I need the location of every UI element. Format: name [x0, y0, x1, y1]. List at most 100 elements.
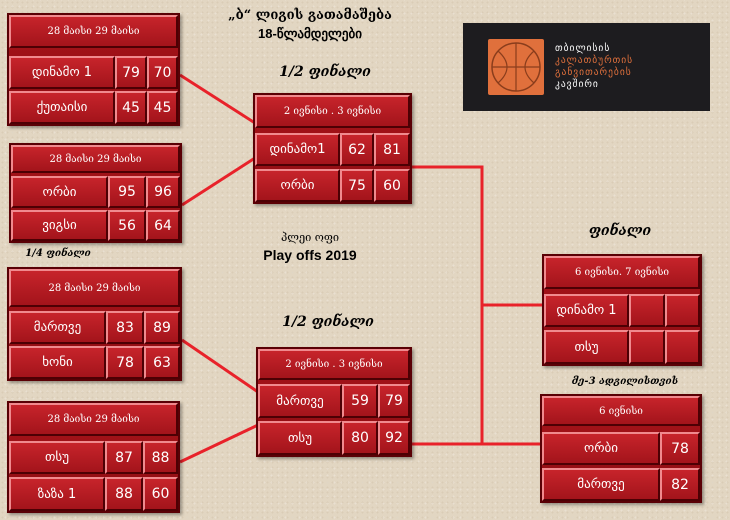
team-row: მართვე 82 [542, 468, 700, 501]
logo-line: განვითარების [555, 67, 632, 78]
score-game-1: 83 [106, 311, 144, 344]
match-header: 6 ივნისი. 7 ივნისი [544, 256, 700, 289]
match-header: 28 მაისი 29 მაისი [9, 403, 178, 436]
team-row: ვიგსი 56 64 [11, 210, 180, 241]
match-header: 28 მაისი 29 მაისი [11, 145, 180, 173]
title-line-2: 18-წლამდელები [258, 26, 362, 41]
score-game-1 [629, 294, 665, 327]
team-name: დინამო1 [255, 133, 340, 166]
team-name: ორბი [542, 432, 660, 465]
connector-qf1-sf1 [179, 73, 256, 125]
match-qf1: 28 მაისი 29 მაისი დინამო 1 79 70 ქუთაისი… [7, 13, 180, 126]
team-name: დინამო 1 [544, 294, 629, 327]
score-game-2 [665, 330, 700, 364]
match-sf2: 2 ივნისი . 3 ივნისი მართვე 59 79 თსუ 80 … [256, 347, 412, 457]
score-game-2: 96 [146, 176, 180, 208]
team-name: თსუ [258, 421, 342, 455]
team-name: ორბი [255, 169, 340, 202]
connector-qf2-sf1 [181, 156, 256, 207]
federation-logo: თბილისის კალათბურთის განვითარების კავშირ… [463, 23, 710, 111]
score-game-1: 78 [660, 432, 700, 465]
match-header: 28 მაისი 29 მაისი [9, 15, 178, 48]
playoffs-line-2: Play offs 2019 [263, 247, 357, 263]
score-game-1: 56 [108, 210, 146, 241]
basketball-logo-icon [488, 39, 544, 95]
score-game-1: 80 [342, 421, 378, 455]
score-game-1: 79 [115, 56, 147, 89]
team-row: ხონი 78 63 [9, 346, 180, 379]
team-row: ორბი 75 60 [255, 169, 410, 202]
score-game-1: 87 [105, 441, 143, 474]
score-game-1 [629, 330, 665, 364]
connector-qf4-sf2 [179, 423, 259, 464]
team-name: მართვე [542, 468, 660, 501]
team-row: ქუთაისი 45 45 [9, 91, 178, 124]
team-name: თსუ [544, 330, 629, 364]
final-label: ფინალი [588, 223, 652, 239]
score-game-2: 60 [374, 169, 410, 202]
match-third-place: 6 ივნისი ორბი 78 მართვე 82 [540, 394, 702, 503]
team-row: დინამო1 62 81 [255, 133, 410, 166]
team-row: დინამო 1 [544, 294, 700, 327]
connector-semis-vertical [412, 165, 484, 446]
team-row: მართვე 83 89 [9, 311, 180, 344]
score-game-2: 60 [143, 477, 178, 511]
score-game-2: 92 [378, 421, 410, 455]
logo-line: კალათბურთის [555, 55, 634, 66]
team-name: ზაზა 1 [9, 477, 105, 511]
score-game-1: 59 [342, 384, 378, 418]
match-sf1: 2 ივნისი . 3 ივნისი დინამო1 62 81 ორბი 7… [253, 93, 412, 204]
logo-line: თბილისის [555, 43, 611, 54]
third-place-label: მე-3 ადგილისთვის [571, 376, 679, 387]
team-name: დინამო 1 [9, 56, 115, 89]
logo-text: თბილისის კალათბურთის განვითარების კავშირ… [555, 43, 633, 91]
team-row: თსუ 80 92 [258, 421, 410, 455]
score-game-1: 82 [660, 468, 700, 501]
team-name: ხონი [9, 346, 106, 379]
team-name: ორბი [11, 176, 108, 208]
score-game-1: 95 [108, 176, 146, 208]
score-game-2 [665, 294, 700, 327]
team-name: მართვე [258, 384, 342, 418]
match-header: 6 ივნისი [542, 396, 700, 426]
score-game-1: 62 [340, 133, 374, 166]
score-game-1: 78 [106, 346, 144, 379]
score-game-1: 75 [340, 169, 374, 202]
score-game-2: 89 [144, 311, 180, 344]
quarter-label: 1/4 ფინალი [25, 248, 91, 259]
playoffs-line-1: პლეი ოფი [280, 231, 340, 244]
score-game-2: 81 [374, 133, 410, 166]
score-game-2: 88 [143, 441, 178, 474]
team-name: თსუ [9, 441, 105, 474]
score-game-2: 45 [147, 91, 178, 124]
team-row: თსუ 87 88 [9, 441, 178, 474]
team-name: ვიგსი [11, 210, 108, 241]
team-row: დინამო 1 79 70 [9, 56, 178, 89]
team-row: მართვე 59 79 [258, 384, 410, 418]
team-name: მართვე [9, 311, 106, 344]
score-game-2: 64 [146, 210, 180, 241]
score-game-2: 63 [144, 346, 180, 379]
semi-bottom-label: 1/2 ფინალი [282, 314, 374, 330]
connector-qf3-sf2 [181, 338, 259, 394]
match-qf3: 28 მაისი 29 მაისი მართვე 83 89 ხონი 78 6… [7, 267, 182, 381]
team-row: ორბი 95 96 [11, 176, 180, 208]
match-header: 28 მაისი 29 მაისი [9, 269, 180, 307]
score-game-2: 70 [147, 56, 178, 89]
semi-top-label: 1/2 ფინალი [279, 64, 371, 80]
team-row: ორბი 78 [542, 432, 700, 465]
team-row: ზაზა 1 88 60 [9, 477, 178, 511]
match-qf4: 28 მაისი 29 მაისი თსუ 87 88 ზაზა 1 88 60 [7, 401, 180, 513]
match-qf2: 28 მაისი 29 მაისი ორბი 95 96 ვიგსი 56 64 [9, 143, 182, 243]
title-line-1: „ბ“ ლიგის გათამაშება [228, 8, 392, 23]
team-row: თსუ [544, 330, 700, 364]
match-final: 6 ივნისი. 7 ივნისი დინამო 1 თსუ [542, 254, 702, 366]
match-header: 2 ივნისი . 3 ივნისი [255, 95, 410, 128]
logo-line: კავშირი [555, 79, 599, 90]
score-game-1: 45 [115, 91, 147, 124]
match-header: 2 ივნისი . 3 ივნისი [258, 349, 410, 380]
score-game-2: 79 [378, 384, 410, 418]
score-game-1: 88 [105, 477, 143, 511]
team-name: ქუთაისი [9, 91, 115, 124]
